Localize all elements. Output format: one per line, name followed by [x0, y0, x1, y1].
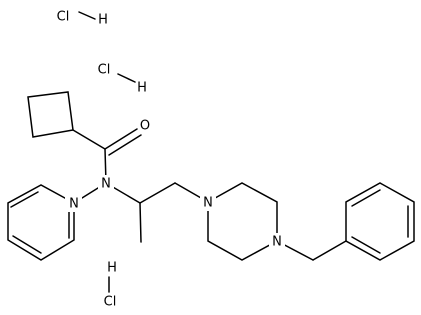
hcl-salt-2: Cl H [98, 63, 147, 96]
h-cl-bond [78, 11, 96, 20]
cyclobutane-ring [27, 91, 74, 138]
atom-labels: O N N N N [65, 117, 285, 250]
hydrogen-atom-label: H [107, 261, 117, 276]
benzyl-group [276, 182, 415, 261]
piperazine-nitrogen-label: N [272, 235, 282, 250]
hydrogen-atom-label: H [98, 13, 108, 28]
propyl-chain [105, 182, 209, 243]
pyridine-nitrogen-label: N [69, 197, 79, 212]
h-cl-bond [117, 73, 136, 83]
chlorine-atom-label: Cl [57, 10, 70, 25]
oxygen-atom-label: O [140, 119, 150, 134]
chlorine-atom-label: Cl [104, 295, 117, 310]
pyridine-ring [7, 182, 107, 261]
amide-nitrogen-label: N [101, 177, 111, 192]
amide-group [72, 128, 142, 184]
piperazine-ring [207, 182, 278, 261]
hydrogen-atom-label: H [137, 81, 147, 96]
piperazine-nitrogen-label: N [203, 196, 213, 211]
hcl-salt-1: Cl H [57, 10, 108, 28]
carbonyl-double-bond [104, 128, 138, 150]
hcl-salt-3: H Cl [104, 261, 117, 310]
chlorine-atom-label: Cl [98, 63, 111, 78]
